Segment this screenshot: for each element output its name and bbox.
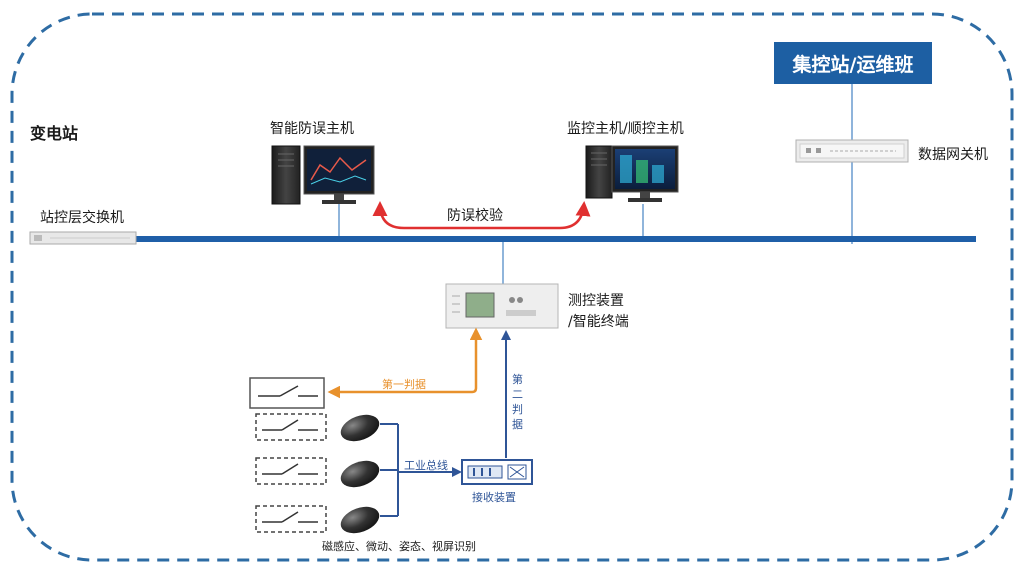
measure-control-label-1: 测控装置 [568, 293, 624, 309]
isolator-switch-2 [255, 457, 327, 485]
anti-misop-computer [271, 145, 375, 205]
substation-label: 变电站 [30, 124, 79, 143]
anti-misop-check-arrow [372, 201, 591, 230]
control-center-box: 集控站/运维班 [774, 42, 932, 84]
monitor-host-label: 监控主机/顺控主机 [567, 121, 684, 137]
measure-control-device [445, 283, 559, 329]
station-switch-label: 站控层交换机 [40, 210, 124, 226]
receiver-label: 接收装置 [472, 491, 516, 504]
substation-boundary [10, 12, 1014, 562]
industrial-bus-lines [380, 423, 399, 517]
sensor-2 [340, 460, 380, 488]
first-judgement-label: 第一判据 [382, 378, 426, 391]
isolator-switch-1 [255, 413, 327, 441]
second-judgement-label: 第 二 判 据 [512, 373, 523, 431]
control-center-label: 集控站/运维班 [792, 53, 914, 76]
receiver-device [461, 459, 533, 485]
isolator-switch-3 [255, 505, 327, 533]
sensors-label: 磁感应、微动、姿态、视屏识别 [322, 540, 476, 553]
measure-control-label-2: /智能终端 [568, 314, 629, 330]
sensor-3 [340, 506, 380, 534]
sensor-1 [340, 414, 380, 442]
first-judgement-arrow [327, 327, 483, 399]
data-gateway-device [795, 139, 909, 163]
anti-misop-host-label: 智能防误主机 [270, 121, 354, 137]
data-gateway-label: 数据网关机 [918, 147, 988, 163]
monitor-computer [585, 145, 679, 202]
station-switch-device [29, 231, 137, 245]
industrial-bus-label: 工业总线 [404, 459, 448, 472]
anti-misop-check-label: 防误校验 [447, 208, 503, 224]
isolator-switch-main [249, 377, 325, 409]
